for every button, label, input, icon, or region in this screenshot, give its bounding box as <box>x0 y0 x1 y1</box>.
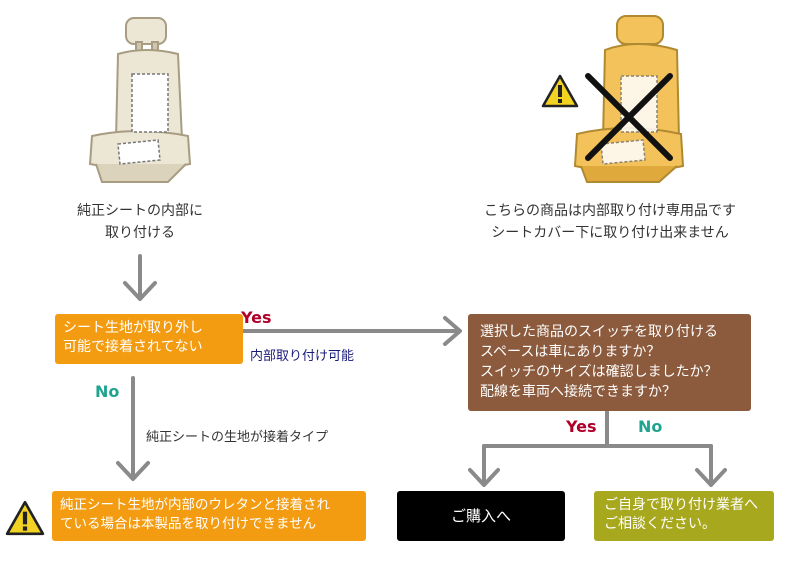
warning-line1: 純正シート生地が内部のウレタンと接着され <box>60 497 330 513</box>
check-line1: 選択した商品のスイッチを取り付ける <box>480 324 718 340</box>
consult-line1: ご自身で取り付け業者へ <box>604 497 758 513</box>
warning-icon <box>5 500 45 536</box>
warning-box: 純正シート生地が内部のウレタンと接着され ている場合は本製品を取り付けできません <box>52 491 366 541</box>
internal-ok-label: 内部取り付け可能 <box>250 349 355 364</box>
consult-line2: ご相談ください。 <box>604 516 716 532</box>
question-line1: シート生地が取り外し <box>63 320 203 336</box>
no-label-bottom: No <box>638 417 663 436</box>
check-line2: スペースは車にありますか？ <box>480 344 661 360</box>
question-box: シート生地が取り外し 可能で接着されてない <box>55 314 243 364</box>
check-line4: 配線を車両へ接続できますか？ <box>480 384 676 400</box>
right-caption: こちらの商品は内部取り付け専用品です シートカバー下に取り付け出来ません <box>460 200 760 244</box>
car-seat-with-cover-icon <box>573 15 685 183</box>
right-caption-line1: こちらの商品は内部取り付け専用品です <box>484 203 736 219</box>
yes-label-top: Yes <box>241 308 272 327</box>
consult-box: ご自身で取り付け業者へ ご相談ください。 <box>594 491 774 541</box>
yes-label-bottom: Yes <box>566 417 597 436</box>
left-caption-line2: 取り付ける <box>105 225 175 241</box>
no-label-left: No <box>95 382 120 401</box>
glued-type-label: 純正シートの生地が接着タイプ <box>146 430 329 445</box>
warning-line2: ている場合は本製品を取り付けできません <box>60 516 317 532</box>
left-caption: 純正シートの内部に 取り付ける <box>40 200 240 244</box>
check-box: 選択した商品のスイッチを取り付ける スペースは車にありますか？ スイッチのサイズ… <box>468 314 751 411</box>
purchase-button[interactable]: ご購入へ <box>397 491 565 541</box>
warning-icon <box>541 74 579 108</box>
left-caption-line1: 純正シートの内部に <box>77 203 203 219</box>
question-line2: 可能で接着されてない <box>63 339 203 355</box>
right-caption-line2: シートカバー下に取り付け出来ません <box>491 225 729 241</box>
cross-icon <box>585 73 673 161</box>
car-seat-icon <box>88 17 192 183</box>
check-line3: スイッチのサイズは確認しましたか？ <box>480 364 718 380</box>
